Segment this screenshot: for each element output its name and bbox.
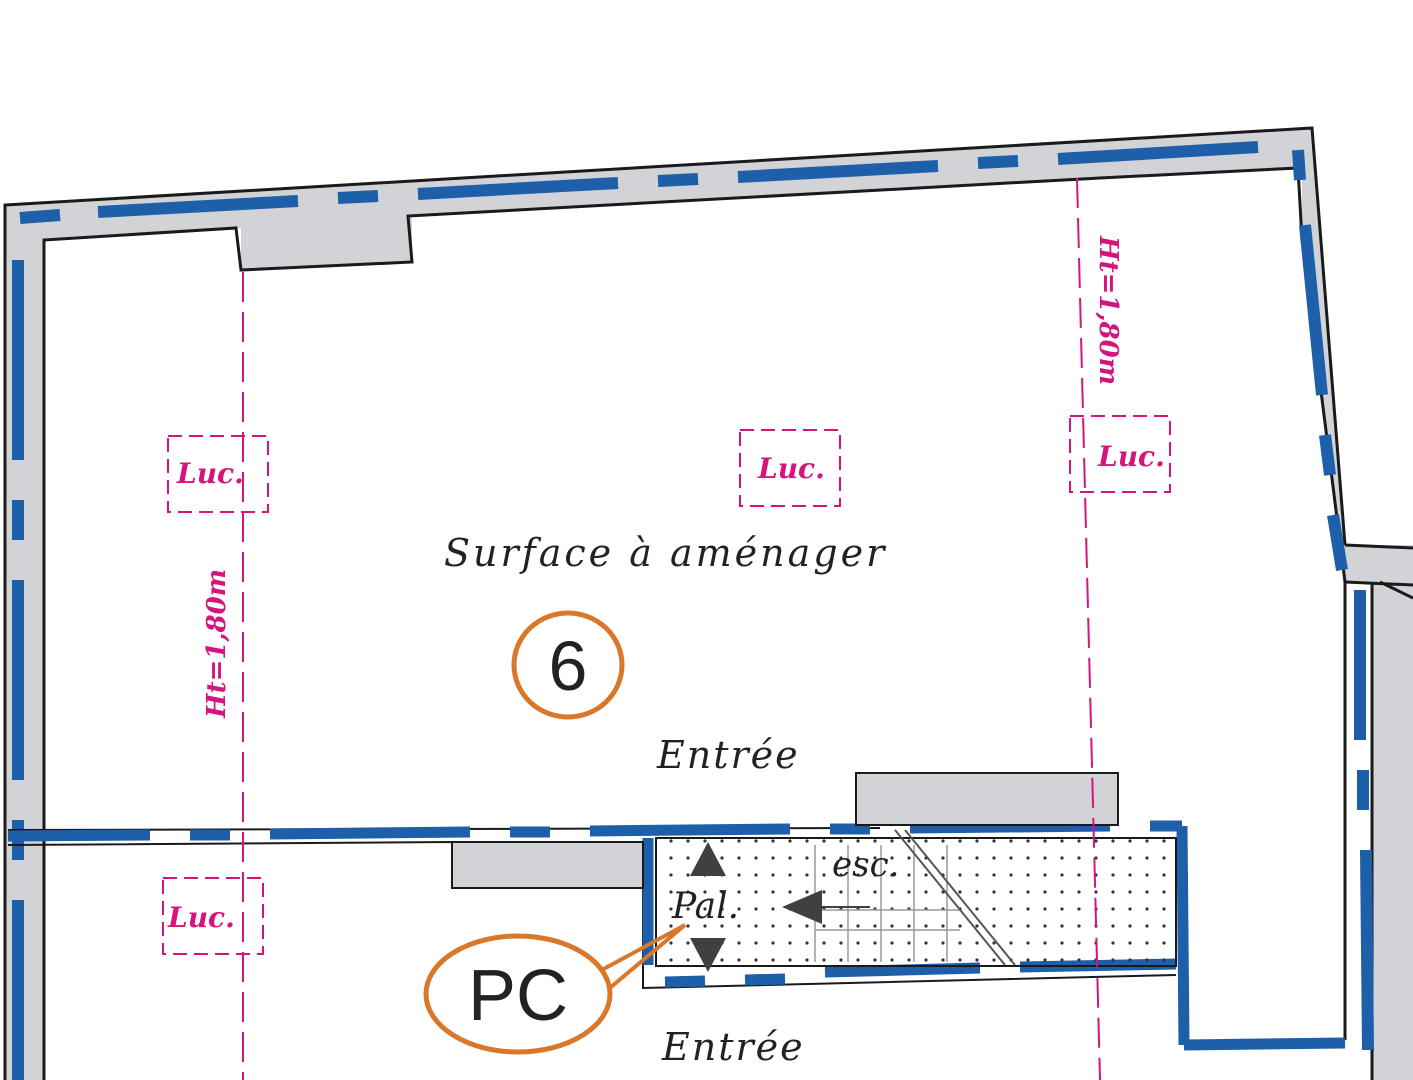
wall-block-upper-right (855, 772, 1119, 826)
wall-block-lower-left (451, 841, 644, 889)
room-number-circle (511, 610, 625, 720)
skylight-label-4: Luc. (167, 901, 235, 934)
skylight-2 (739, 429, 841, 507)
room-label: Surface à aménager (444, 531, 887, 575)
callout-pointer (597, 923, 687, 994)
staircase-area (655, 837, 1177, 967)
inner-wall-outline (42, 166, 1347, 1080)
outer-walls (3, 126, 1413, 1080)
height-label-left: Ht=1,80m (202, 569, 232, 719)
skylight-4 (162, 877, 264, 955)
skylights (162, 415, 1171, 955)
height-lines (242, 177, 1101, 1080)
height-label-right: Ht=1,80m (1093, 235, 1123, 385)
skylight-1 (167, 435, 269, 513)
height-line-right (1076, 177, 1101, 1080)
staircase: esc. Pal. (655, 829, 1177, 972)
skylight-label-2: Luc. (757, 452, 825, 485)
entrance-label-upper: Entrée (656, 733, 800, 777)
right-annex-outline (1343, 543, 1413, 1080)
arrow-down-icon (690, 938, 726, 972)
skylight-label-1: Luc. (176, 457, 244, 490)
skylight-3 (1069, 415, 1171, 493)
outer-wall-outline (3, 126, 1347, 1080)
landing-label: Pal. (671, 886, 739, 927)
skylight-label-3: Luc. (1097, 440, 1165, 473)
room-number: 6 (549, 627, 588, 705)
window-segments (12, 141, 1374, 1080)
stair-label: esc. (832, 845, 899, 885)
pc-callout: PC (423, 923, 687, 1055)
arrow-up-icon (690, 842, 726, 876)
callout-label: PC (468, 956, 568, 1036)
callout-ellipse (423, 933, 613, 1055)
wall-band (5, 128, 1413, 1080)
entrance-label-lower: Entrée (661, 1025, 805, 1069)
arrow-left-icon (782, 890, 822, 924)
